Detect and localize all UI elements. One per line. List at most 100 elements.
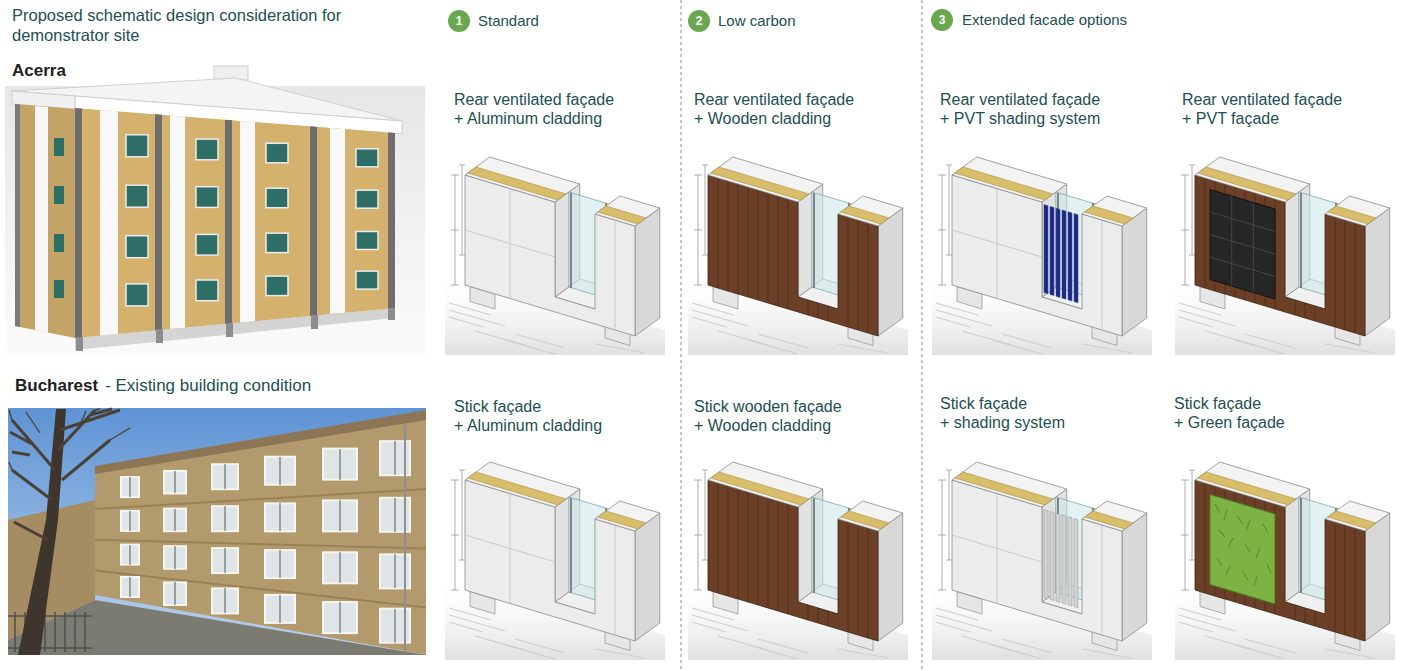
pilotis [76, 308, 395, 351]
window [266, 233, 288, 253]
pillar [156, 329, 163, 343]
facade-detail [445, 462, 665, 660]
window [356, 271, 378, 289]
window [196, 139, 218, 160]
window [196, 234, 218, 255]
facade-detail [688, 157, 908, 355]
pillar [311, 315, 318, 329]
grey-column [388, 132, 395, 308]
window [54, 234, 64, 252]
text-line: Rear ventilated façade [694, 91, 854, 108]
caption-label: Low carbon [718, 12, 796, 30]
window [356, 149, 378, 167]
acerra-building [12, 66, 402, 351]
text-line: demonstrator site [12, 26, 139, 44]
step-number: 2 [696, 14, 703, 28]
grey-column [15, 104, 20, 327]
tree-trunk [18, 409, 66, 655]
green-facade [1210, 495, 1275, 605]
step-number-circle: 2 [688, 10, 710, 32]
caption-label: Bucharest [15, 376, 98, 396]
text-line: + Aluminum cladding [454, 110, 602, 127]
white-band [240, 121, 255, 323]
floor-ledge [95, 489, 426, 607]
windows [126, 135, 378, 306]
text-line: Rear ventilated façade [940, 91, 1100, 108]
caption-label: Rear ventilated façade + PVT shading sys… [940, 90, 1100, 128]
window [356, 190, 378, 208]
pillar [226, 323, 233, 337]
facade-detail [445, 157, 665, 355]
wall-top [708, 157, 903, 226]
facade-detail [1175, 462, 1395, 660]
window [266, 188, 288, 208]
window [54, 280, 64, 298]
window [54, 186, 64, 204]
sky [8, 408, 426, 655]
shading-system [1044, 510, 1078, 608]
grey-column [310, 126, 317, 316]
facade-detail [932, 157, 1152, 355]
text-line: Stick façade [454, 398, 541, 415]
pillar [388, 308, 395, 320]
wall-top [952, 157, 1147, 226]
render-background [5, 86, 425, 354]
step-number-circle: 1 [448, 10, 470, 32]
window [266, 276, 288, 296]
white-band [170, 115, 185, 329]
white-band [35, 106, 48, 333]
caption-label: Stick wooden façade + Wooden cladding [694, 397, 842, 435]
window [356, 232, 378, 250]
wall-top [708, 462, 903, 531]
text-line: Stick façade [940, 395, 1027, 412]
ground-shadow [75, 308, 395, 350]
caption-label: Stick façade + Aluminum cladding [454, 397, 602, 435]
step-number: 3 [939, 13, 946, 27]
tree-twigs [9, 409, 130, 470]
text-line: + Green façade [1174, 414, 1285, 431]
text-line: + Wooden cladding [694, 110, 831, 127]
side-face [15, 104, 75, 338]
tree-branches [10, 409, 120, 540]
caption-label: Rear ventilated façade + Aluminum claddi… [454, 90, 614, 128]
window [126, 135, 148, 157]
caption-label: Rear ventilated façade + PVT façade [1182, 90, 1342, 128]
ground [8, 600, 426, 655]
window [196, 187, 218, 208]
facade-detail [688, 462, 908, 660]
wall-top [465, 157, 660, 226]
pvt-shading [1044, 205, 1078, 303]
column-separator [681, 0, 922, 671]
drain-pipe [404, 425, 406, 652]
caption-label: Acerra [12, 61, 66, 81]
text-line: Rear ventilated façade [454, 91, 614, 108]
grey-column [155, 114, 162, 330]
text-line: + shading system [940, 414, 1065, 431]
window [126, 185, 148, 207]
roof-edge [95, 410, 426, 474]
text-line: Rear ventilated façade [1182, 91, 1342, 108]
text-line: Stick façade [1174, 395, 1261, 412]
window [54, 138, 64, 156]
caption-label: Extended facade options [962, 11, 1127, 29]
grey-column [225, 120, 232, 324]
heading: Proposed schematic design consideration … [12, 5, 341, 45]
facade-detail [1175, 157, 1395, 355]
text-line: + PVT shading system [940, 110, 1100, 127]
caption-label: Standard [478, 12, 539, 30]
text-line: + Aluminum cladding [454, 417, 602, 434]
white-band [330, 128, 345, 314]
caption-label: Stick façade + Green façade [1174, 394, 1285, 432]
caption-label: Rear ventilated façade + Wooden cladding [694, 90, 854, 128]
window [126, 284, 148, 306]
caption-label: Stick façade + shading system [940, 394, 1065, 432]
white-band [100, 110, 118, 336]
text-line: + PVT façade [1182, 110, 1279, 127]
grey-column [75, 108, 82, 338]
wall-top [952, 462, 1147, 531]
wall-top [465, 462, 660, 531]
text-line: + Wooden cladding [694, 417, 831, 434]
text-line: Proposed schematic design consideration … [12, 6, 341, 24]
pillar [76, 337, 83, 351]
